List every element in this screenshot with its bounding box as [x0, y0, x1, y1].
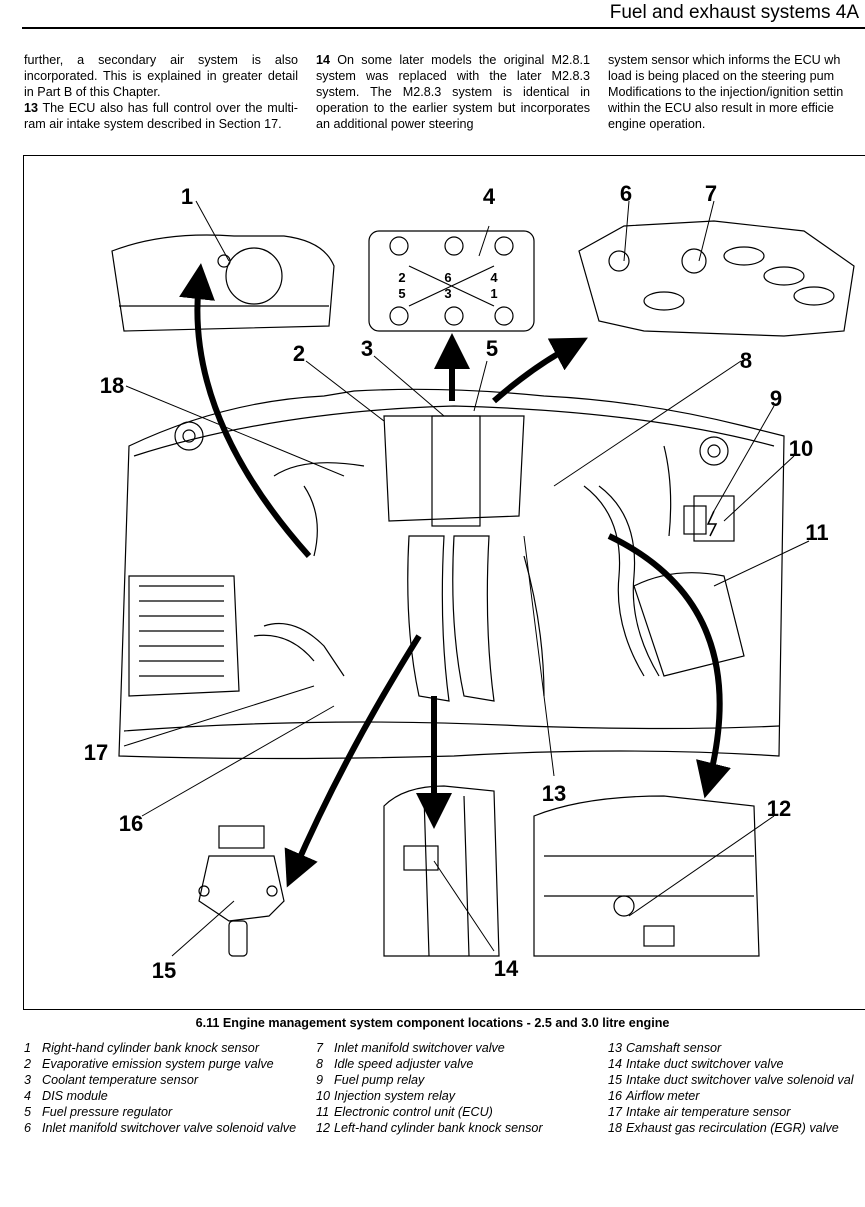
text-line: engine operation.	[608, 117, 706, 131]
callout-15: 15	[152, 958, 176, 983]
paragraph: further, a secondary air system is also …	[24, 53, 298, 99]
text-column-2: 14 On some later models the original M2.…	[316, 52, 590, 132]
dis-cylinder-number: 1	[490, 286, 497, 301]
paragraph: 14 On some later models the original M2.…	[316, 53, 590, 131]
dis-cylinder-number: 3	[444, 286, 451, 301]
text-column-3: system sensor which informs the ECU wh l…	[608, 52, 865, 132]
engine-figure: 2 6 4 5 3 1 1 2 3 4 5 6 7 8 9 10 11 12 1…	[23, 155, 865, 1010]
dis-cylinder-number: 2	[398, 270, 405, 285]
callout-4: 4	[483, 184, 496, 209]
text-line: Modifications to the injection/ignition …	[608, 85, 844, 99]
callout-18: 18	[100, 373, 124, 398]
callout-17: 17	[84, 740, 108, 765]
callout-2: 2	[293, 341, 305, 366]
relay-symbol-icon	[706, 510, 718, 537]
callout-3: 3	[361, 336, 373, 361]
dis-cylinder-number: 6	[444, 270, 451, 285]
dis-cylinder-numbers: 2 6 4 5 3 1	[398, 270, 498, 301]
callout-13: 13	[542, 781, 566, 806]
engine-bay-illustration	[111, 220, 855, 957]
text-line: load is being placed on the steering pum	[608, 69, 835, 83]
callout-8: 8	[740, 348, 752, 373]
dis-cylinder-number: 5	[398, 286, 405, 301]
page-header-title: Fuel and exhaust systems 4A	[609, 2, 859, 23]
text-line: system sensor which informs the ECU wh	[608, 53, 841, 67]
paragraph: 13 The ECU also has full control over th…	[24, 101, 298, 131]
page-header: Fuel and exhaust systems 4A	[0, 0, 865, 29]
figure-caption: 6.11 Engine management system component …	[195, 1016, 670, 1030]
text-line: within the ECU also result in more effic…	[608, 101, 834, 115]
paragraph-number: 13	[24, 101, 39, 115]
leader-lines	[123, 200, 810, 957]
callout-10: 10	[789, 436, 813, 461]
callout-16: 16	[119, 811, 143, 836]
callout-11: 11	[805, 520, 828, 545]
callout-1: 1	[181, 184, 193, 209]
callout-9: 9	[770, 386, 782, 411]
callout-6: 6	[620, 181, 632, 206]
callout-7: 7	[705, 181, 717, 206]
dis-cylinder-number: 4	[490, 270, 498, 285]
callout-5: 5	[486, 336, 498, 361]
header-rule	[22, 27, 865, 29]
pointer-arrows	[179, 263, 731, 888]
callout-12: 12	[767, 796, 791, 821]
text-column-1: further, a secondary air system is also …	[24, 52, 298, 132]
paragraph-number: 14	[316, 53, 331, 67]
callout-numbers: 1 2 3 4 5 6 7 8 9 10 11 12 13 14 15 16 1…	[84, 181, 829, 983]
engine-drawing: 2 6 4 5 3 1 1 2 3 4 5 6 7 8 9 10 11 12 1…	[84, 181, 855, 983]
callout-14: 14	[494, 956, 519, 981]
